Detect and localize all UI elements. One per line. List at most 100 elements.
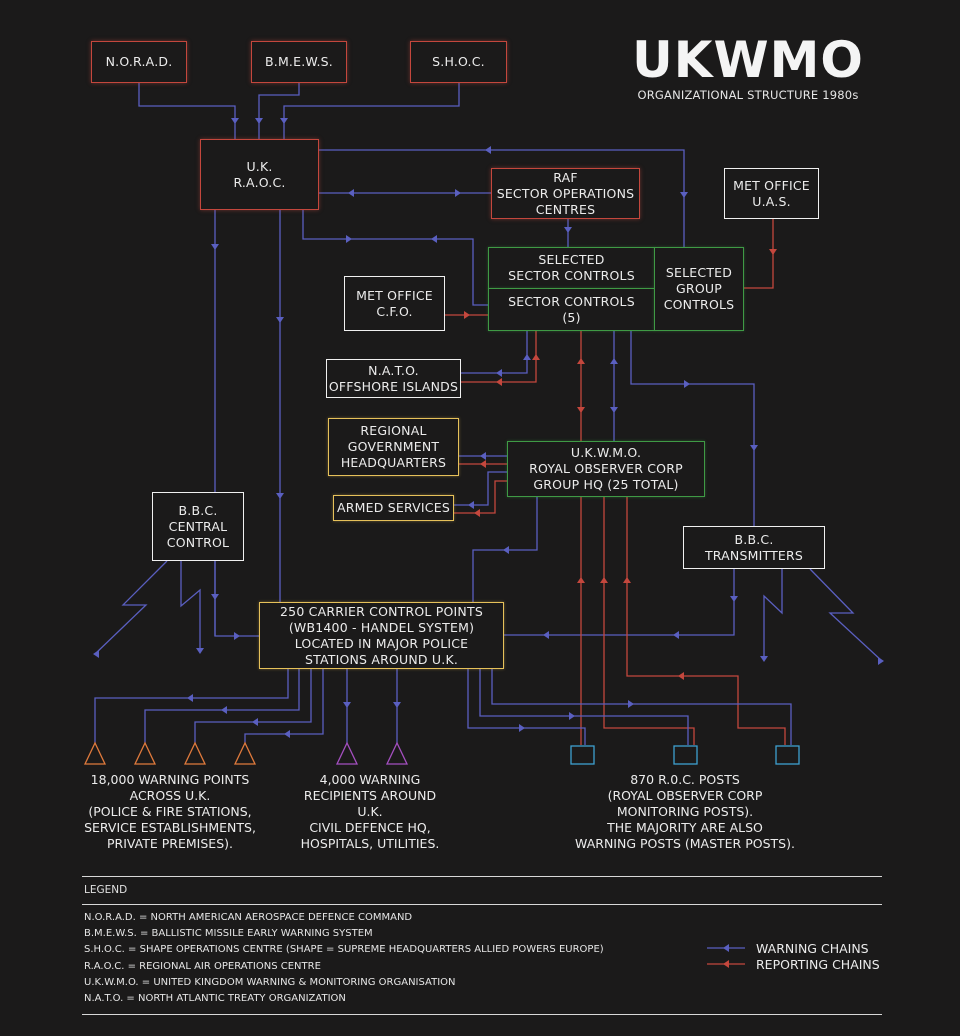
- caption-line: (POLICE & FIRE STATIONS,: [88, 804, 252, 819]
- warning-point-icon: [233, 741, 257, 765]
- node-bmews: B.M.E.W.S.: [251, 41, 347, 83]
- node-label-line: STATIONS AROUND U.K.: [304, 651, 459, 667]
- node-label-line: (5): [562, 309, 581, 325]
- arrowhead-icon: [523, 354, 531, 360]
- node-label-line: GROUP: [676, 281, 722, 296]
- arrowhead-icon: [577, 577, 585, 583]
- node-label-line: U.K.W.M.O.: [570, 445, 642, 460]
- arrowhead-icon: [196, 648, 204, 654]
- caption-line: WARNING POSTS (MASTER POSTS).: [575, 836, 795, 851]
- caption-line: U.K.: [357, 804, 383, 819]
- arrowhead-icon: [464, 311, 470, 319]
- arrowhead-icon: [221, 706, 227, 714]
- arrowhead-icon: [577, 358, 585, 364]
- node-sector-controls: SECTOR CONTROLS(5): [488, 288, 655, 331]
- reporting-chain-line: [744, 219, 774, 289]
- arrowhead-icon: [503, 546, 509, 554]
- warning-point-icon: [183, 741, 207, 765]
- arrowhead-icon: [276, 493, 284, 499]
- warning-chain-line: [94, 560, 168, 655]
- arrowhead-icon: [93, 650, 99, 658]
- node-label-line: CONTROLS: [663, 297, 735, 312]
- caption-line: 870 R.0.C. POSTS: [630, 772, 740, 787]
- node-label-line: ROYAL OBSERVER CORP: [529, 461, 683, 476]
- node-label-line: HEADQUARTERS: [340, 455, 447, 470]
- arrowhead-icon: [231, 118, 239, 124]
- arrowhead-icon: [485, 146, 491, 154]
- arrowhead-icon: [750, 445, 758, 451]
- legend-item: N.O.R.A.D. = NORTH AMERICAN AEROSPACE DE…: [84, 912, 413, 923]
- warning-chain-line: [302, 210, 488, 306]
- node-label-line: MET OFFICE: [356, 287, 433, 303]
- node-label-line: MET OFFICE: [733, 177, 810, 193]
- node-label-line: SELECTED: [538, 252, 605, 267]
- legend-item: R.A.O.C. = REGIONAL AIR OPERATIONS CENTR…: [84, 961, 321, 972]
- node-label-line: S.H.O.C.: [432, 54, 485, 69]
- arrowhead-icon: [234, 632, 240, 640]
- node-label-line: CONTROL: [166, 534, 230, 550]
- reporting-chain-line: [454, 480, 507, 514]
- caption-line: ACROSS U.K.: [129, 788, 211, 803]
- arrowhead-icon: [730, 596, 738, 602]
- warning-chain-line: [144, 669, 300, 743]
- arrowhead-icon: [678, 672, 684, 680]
- arrowhead-icon: [343, 702, 351, 708]
- node-label-line: (WB1400 - HANDEL SYSTEM): [288, 619, 475, 635]
- arrowhead-icon: [346, 235, 352, 243]
- arrowhead-icon: [628, 700, 634, 708]
- roc-post-icon: [570, 745, 595, 765]
- arrowhead-icon: [496, 378, 502, 386]
- legend-item: U.K.W.M.O. = UNITED KINGDOM WARNING & MO…: [84, 977, 456, 988]
- caption-line: SERVICE ESTABLISHMENTS,: [84, 820, 256, 835]
- arrowhead-icon: [769, 249, 777, 255]
- warning-point-icon: [83, 741, 107, 765]
- node-label-line: U.A.S.: [752, 193, 791, 209]
- node-norad: N.O.R.A.D.: [91, 41, 187, 83]
- warning-chain-line: [214, 210, 259, 637]
- legend-item: N.A.T.O. = NORTH ATLANTIC TREATY ORGANIZ…: [84, 993, 346, 1004]
- node-label-line: B.B.C.: [734, 531, 774, 547]
- legend-bottom-divider: [82, 1014, 882, 1015]
- arrowhead-icon: [543, 631, 549, 639]
- arrowhead-icon: [564, 227, 572, 233]
- arrowhead-icon: [610, 358, 618, 364]
- node-raoc: U.K.R.A.O.C.: [200, 139, 319, 210]
- node-carrier-control-points: 250 CARRIER CONTROL POINTS(WB1400 - HAND…: [259, 602, 504, 669]
- arrowhead-icon: [211, 244, 219, 250]
- node-label-line: C.F.O.: [376, 303, 413, 319]
- page-subtitle: ORGANIZATIONAL STRUCTURE 1980s: [637, 88, 859, 102]
- arrowhead-icon: [431, 235, 437, 243]
- arrowhead-icon: [623, 577, 631, 583]
- arrowhead-icon: [480, 460, 486, 468]
- node-label-line: REGIONAL: [360, 423, 427, 438]
- caption-line: CIVIL DEFENCE HQ,: [309, 820, 431, 835]
- arrowhead-icon: [455, 189, 461, 197]
- node-label-line: SECTOR OPERATIONS: [496, 185, 635, 201]
- arrowhead-icon: [211, 594, 219, 600]
- arrowhead-icon: [532, 354, 540, 360]
- roc-post-icon: [673, 745, 698, 765]
- roc-post-icon: [775, 745, 800, 765]
- warning-chain-line: [479, 669, 689, 745]
- node-bbc-transmitters: B.B.C.TRANSMITTERS: [683, 526, 825, 569]
- warning-chain-line: [491, 669, 792, 745]
- caption-line: 18,000 WARNING POINTS: [90, 772, 250, 787]
- legend-item: S.H.O.C. = SHAPE OPERATIONS CENTRE (SHAP…: [84, 944, 604, 955]
- arrowhead-icon: [723, 960, 729, 968]
- arrowhead-icon: [684, 380, 690, 388]
- warning-chain-line: [763, 569, 783, 660]
- arrowhead-icon: [519, 724, 525, 732]
- warning-recipient-icon: [335, 741, 359, 765]
- arrowhead-icon: [187, 694, 193, 702]
- reporting-chain-line: [461, 331, 537, 383]
- node-label-line: SECTOR CONTROLS: [508, 293, 635, 309]
- arrowhead-icon: [600, 577, 608, 583]
